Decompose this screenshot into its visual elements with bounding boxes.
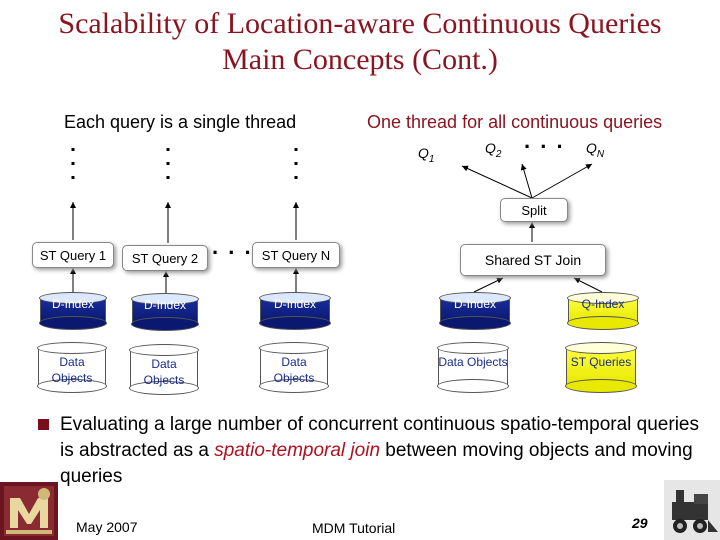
footer-date: May 2007 (76, 519, 138, 535)
shared-st-join-label: Shared ST Join (484, 252, 582, 268)
shared-d-index-cylinder: D-Index (439, 292, 511, 330)
data-objects-label-2: Data Objects (143, 357, 185, 387)
d-index-cylinder-1: D-Index (39, 292, 107, 330)
d-index-cylinder-2: D-Index (131, 293, 199, 331)
q-index-label: Q-Index (581, 297, 625, 311)
st-query-2-box: ST Query 2 (122, 245, 208, 271)
query-ellipsis: . . . (212, 234, 253, 259)
q2-label: Q2 (485, 140, 502, 160)
shared-data-objects-cylinder: Data Objects (437, 342, 509, 393)
title-line-1: Scalability of Location-aware Continuous… (58, 7, 662, 40)
d-index-label-n: D-Index (273, 297, 317, 311)
university-logo-icon (0, 482, 58, 540)
data-objects-cylinder-1: Data Objects (37, 342, 107, 393)
data-objects-cylinder-2: Data Objects (129, 344, 199, 395)
shared-data-objects-label: Data Objects (438, 355, 508, 369)
data-objects-label-1: Data Objects (51, 355, 93, 385)
split-box: Split (500, 198, 568, 222)
shared-st-join-box: Shared ST Join (460, 244, 606, 276)
footer-center: MDM Tutorial (312, 520, 396, 536)
page-number: 29 (632, 515, 648, 531)
purdue-train-logo-icon (664, 480, 720, 540)
st-query-1-label: ST Query 1 (39, 247, 107, 263)
right-caption: One thread for all continuous queries (367, 112, 663, 132)
qn-label: QN (586, 140, 605, 160)
data-objects-cylinder-n: Data Objects (259, 342, 329, 393)
st-query-1-box: ST Query 1 (32, 242, 114, 268)
bullet-text-after: between moving objects and moving querie… (60, 440, 693, 487)
st-queries-label: ST Queries (570, 355, 632, 369)
bullet-highlight: spatio-temporal join (214, 440, 381, 461)
bullet-text: Evaluating a large number of concurrent … (60, 412, 710, 490)
left-caption: Each query is a single thread (64, 112, 297, 132)
bullet-text-before: Evaluating a large number of concurrent … (60, 414, 699, 461)
q-ellipsis: . . . (524, 128, 565, 153)
shared-d-index-label: D-Index (453, 297, 497, 311)
q1-label: Q1 (418, 145, 435, 165)
d-index-label-2: D-Index (143, 298, 187, 312)
bullet-marker (38, 419, 49, 430)
title-line-2: Main Concepts (Cont.) (222, 43, 498, 76)
slide-title: Scalability of Location-aware Continuous… (0, 6, 720, 78)
st-query-n-box: ST Query N (252, 242, 340, 268)
split-label: Split (521, 202, 547, 218)
d-index-label-1: D-Index (51, 297, 95, 311)
q-index-cylinder: Q-Index (567, 292, 639, 330)
data-objects-label-n: Data Objects (273, 355, 315, 385)
st-queries-cylinder: ST Queries (565, 342, 637, 393)
st-query-2-label: ST Query 2 (131, 250, 199, 266)
d-index-cylinder-n: D-Index (259, 292, 331, 330)
st-query-n-label: ST Query N (261, 247, 331, 263)
left-dotted-columns (71, 148, 298, 190)
